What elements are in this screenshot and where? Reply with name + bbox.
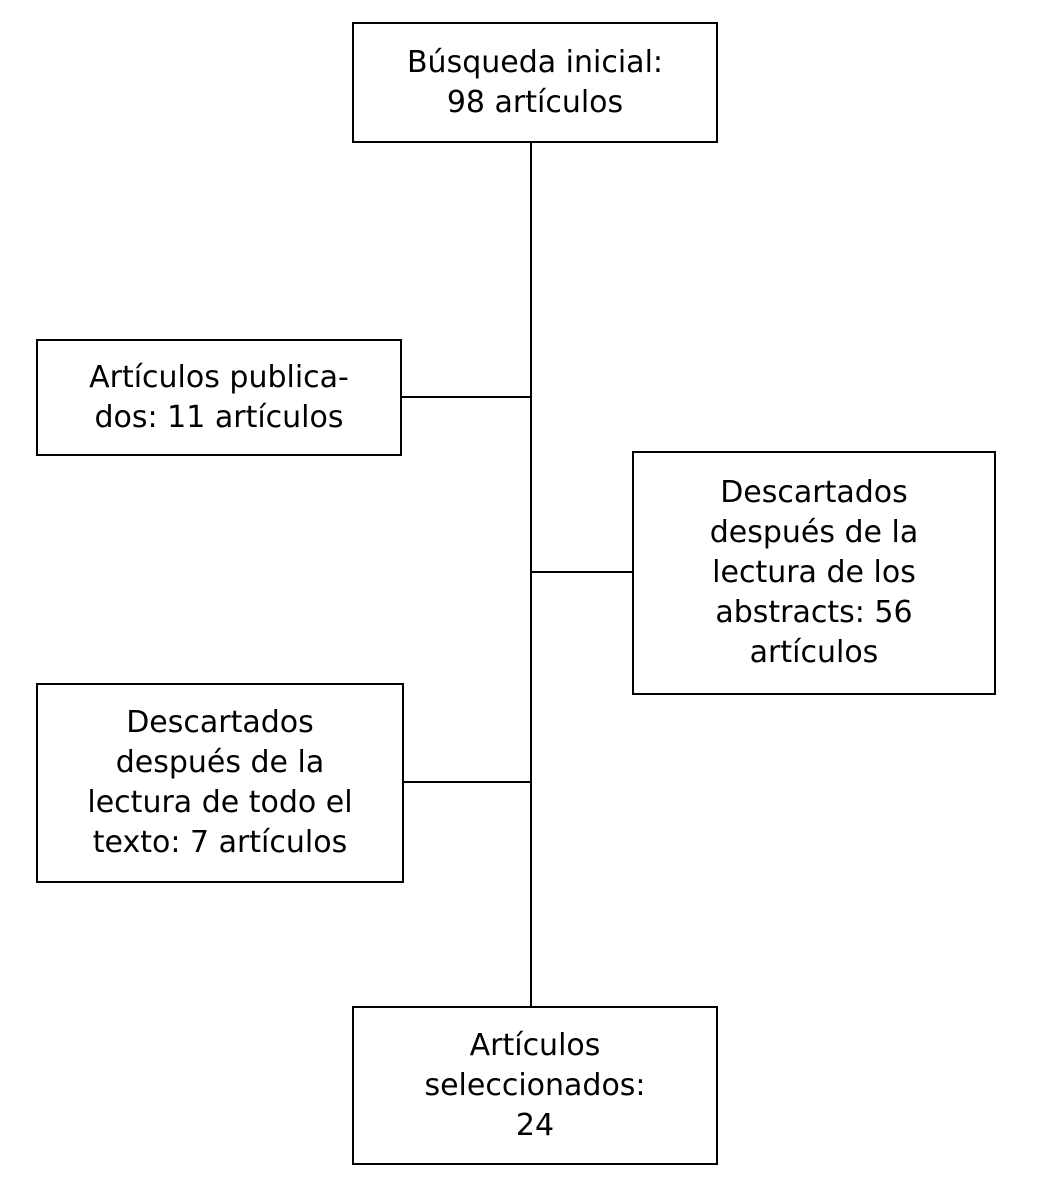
connector-branch-abstracts (530, 571, 632, 573)
node-published-articles: Artículos publica- dos: 11 artículos (36, 339, 402, 456)
node-discarded-after-abstracts: Descartados después de la lectura de los… (632, 451, 996, 695)
node-initial-search-label: Búsqueda inicial: 98 artículos (406, 44, 664, 120)
node-selected-articles: Artículos seleccionados: 24 (352, 1006, 718, 1165)
node-published-articles-label: Artículos publica- dos: 11 artículos (89, 359, 349, 435)
node-discarded-after-abstracts-label: Descartados después de la lectura de los… (709, 475, 919, 670)
connector-branch-published (402, 396, 532, 398)
connector-branch-full-text (404, 781, 532, 783)
connector-main-vertical-line (530, 143, 532, 1006)
node-selected-articles-label: Artículos seleccionados: 24 (424, 1027, 646, 1143)
node-discarded-after-full-text: Descartados después de la lectura de tod… (36, 683, 404, 883)
node-discarded-after-full-text-label: Descartados después de la lectura de tod… (87, 705, 353, 860)
node-initial-search: Búsqueda inicial: 98 artículos (352, 22, 718, 143)
